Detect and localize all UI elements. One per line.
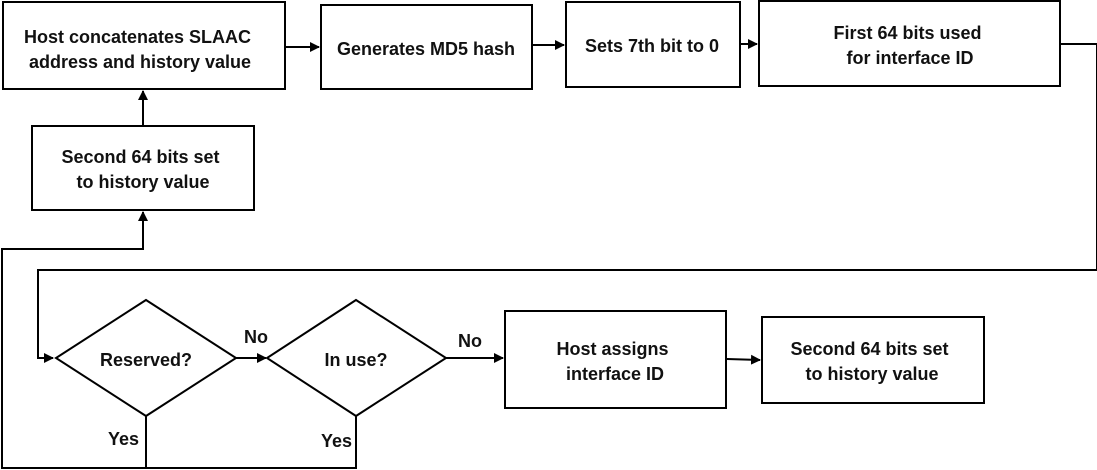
node-reserved: Reserved? (54, 298, 238, 418)
svg-text:Sets 7th bit to 0: Sets 7th bit to 0 (585, 36, 719, 56)
node-label: Host concatenates SLAAC (24, 27, 251, 47)
process-box (761, 316, 985, 404)
node-label: Sets 7th bit to 0 (585, 36, 719, 56)
process-box (2, 1, 286, 90)
node-label: Second 64 bits set (61, 147, 219, 167)
svg-text:Generates MD5 hash: Generates MD5 hash (337, 39, 515, 59)
svg-text:Reserved?: Reserved? (100, 350, 192, 370)
edge-inuse-yes-loop (146, 416, 357, 469)
svg-text:Second 64 bits set to hi: Second 64 bits set to history value (61, 147, 224, 192)
node-label: address and history value (29, 52, 251, 72)
node-label: In use? (324, 350, 387, 370)
label-reserved-no: No (244, 327, 268, 347)
decision-diamond (54, 298, 238, 418)
edge-labels: No No Yes Yes (108, 327, 482, 451)
edges (1, 39, 1097, 469)
svg-text:Second 64 bits set to hi: Second 64 bits set to history value (790, 339, 953, 384)
svg-text:In use?: In use? (324, 350, 387, 370)
node-label: for interface ID (846, 48, 973, 68)
svg-text:First 64 bits used for i: First 64 bits used for interface ID (833, 23, 986, 68)
node-inuse: In use? (265, 298, 448, 418)
node-label: interface ID (566, 364, 664, 384)
node-label: First 64 bits used (833, 23, 981, 43)
node-md5: Generates MD5 hash (320, 4, 533, 90)
process-box (565, 1, 741, 88)
label-inuse-yes: Yes (321, 431, 352, 451)
edge-reserved-yes-loop (1, 211, 148, 469)
node-label: to history value (76, 172, 209, 192)
node-label: to history value (805, 364, 938, 384)
process-box (758, 0, 1061, 87)
label-inuse-no: No (458, 331, 482, 351)
node-label: Second 64 bits set (790, 339, 948, 359)
node-bit7: Sets 7th bit to 0 (565, 1, 741, 88)
node-second64-bottom: Second 64 bits set to history value (761, 316, 985, 404)
process-box (31, 125, 255, 211)
process-box (320, 4, 533, 90)
node-label: Generates MD5 hash (337, 39, 515, 59)
node-concat: Host concatenates SLAAC address and hist… (2, 1, 286, 90)
node-first64: First 64 bits used for interface ID (758, 0, 1061, 87)
edge-first64-to-reserved (37, 43, 1097, 363)
node-second64-top: Second 64 bits set to history value (31, 125, 255, 211)
node-label: Host assigns (556, 339, 668, 359)
svg-text:Host assigns interface I: Host assigns interface ID (556, 339, 673, 384)
node-assign: Host assigns interface ID (504, 310, 727, 409)
svg-text:Host concatenates SLAAC: Host concatenates SLAAC address and hist… (24, 27, 256, 72)
process-box (504, 310, 727, 409)
label-reserved-yes: Yes (108, 429, 139, 449)
edge-assign-to-second64 (726, 354, 761, 365)
node-label: Reserved? (100, 350, 192, 370)
decision-diamond (265, 298, 448, 418)
